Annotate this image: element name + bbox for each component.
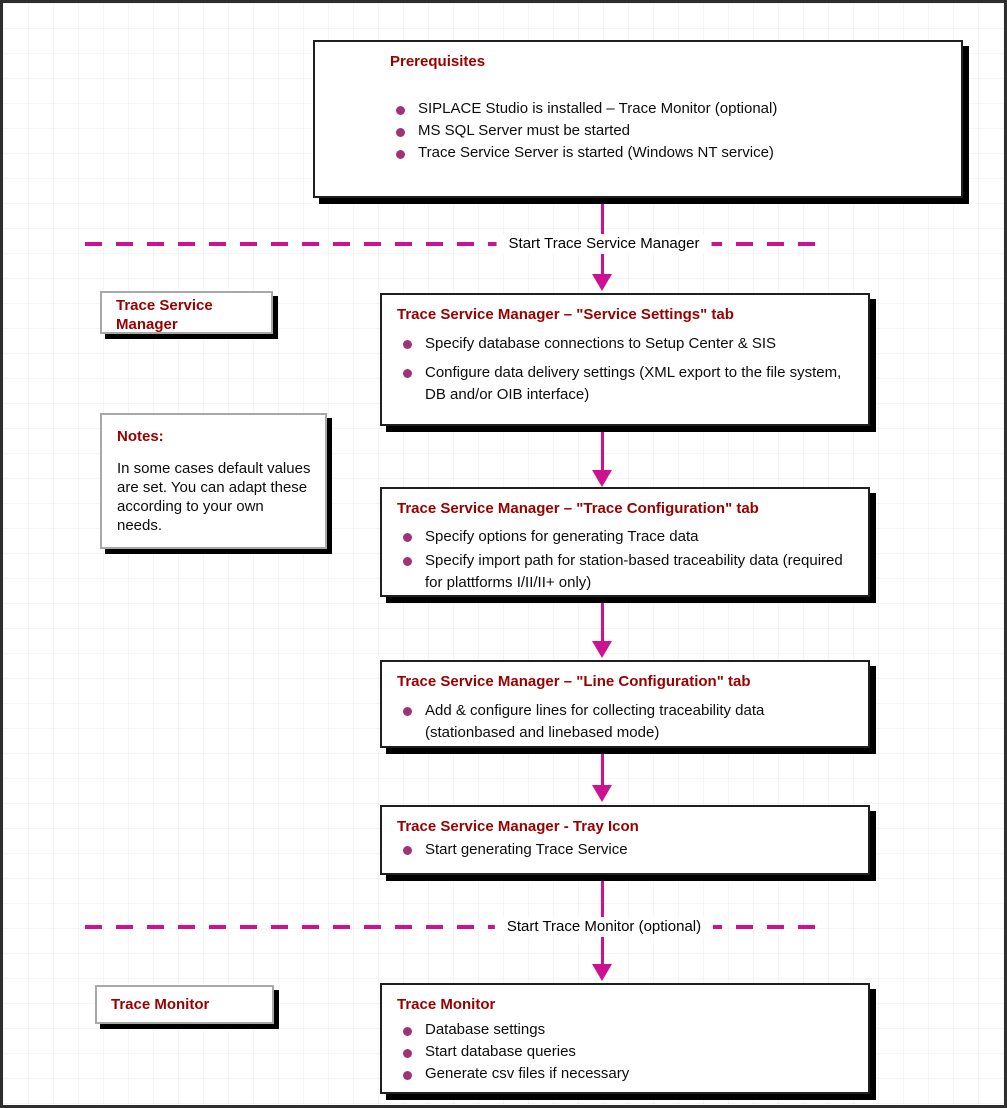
line-configuration-list: Add & configure lines for collecting tra… <box>397 700 850 744</box>
bullet-dot-icon <box>403 707 412 716</box>
bullet-dot-icon <box>403 1071 412 1080</box>
bullet-dot-icon <box>396 150 405 159</box>
bullet-text: SIPLACE Studio is installed – Trace Moni… <box>418 100 778 117</box>
bullet-dot-icon <box>403 1027 412 1036</box>
bullet-item: Database settings <box>397 1019 850 1041</box>
trace-monitor-box: Trace Monitor Database settings Start da… <box>380 983 870 1094</box>
service-settings-box: Trace Service Manager – "Service Setting… <box>380 293 870 426</box>
bullet-text: Start generating Trace Service <box>425 841 628 858</box>
bullet-item: Add & configure lines for collecting tra… <box>397 700 850 744</box>
flow-arrow-line-4 <box>601 754 604 786</box>
tray-icon-title: Trace Service Manager - Tray Icon <box>397 818 639 835</box>
bullet-item: Configure data delivery settings (XML ex… <box>397 362 850 406</box>
bullet-dot-icon <box>396 106 405 115</box>
bullet-dot-icon <box>403 1049 412 1058</box>
tray-icon-box: Trace Service Manager - Tray Icon Start … <box>380 805 870 875</box>
arrow-down-icon <box>592 470 612 487</box>
bullet-text: Start database queries <box>425 1043 576 1060</box>
bullet-dot-icon <box>403 533 412 542</box>
flow-arrow-line-2 <box>601 432 604 472</box>
line-configuration-box: Trace Service Manager – "Line Configurat… <box>380 660 870 748</box>
bullet-text: Database settings <box>425 1021 546 1038</box>
line-configuration-title: Trace Service Manager – "Line Configurat… <box>397 673 751 690</box>
bullet-dot-icon <box>403 340 412 349</box>
bullet-text: Specify database connections to Setup Ce… <box>425 335 777 352</box>
phase-divider-label-2: Start Trace Monitor (optional) <box>494 917 714 937</box>
trace-monitor-title: Trace Monitor <box>397 996 496 1013</box>
bullet-text: Specify options for generating Trace dat… <box>425 528 699 545</box>
bullet-item: Specify options for generating Trace dat… <box>397 526 850 548</box>
bullet-text: Generate csv files if necessary <box>425 1065 630 1082</box>
trace-configuration-list: Specify options for generating Trace dat… <box>397 526 850 594</box>
bullet-text: Specify import path for station-based tr… <box>425 552 843 591</box>
tray-icon-list: Start generating Trace Service <box>397 839 850 861</box>
bullet-dot-icon <box>403 557 412 566</box>
prerequisites-box: Prerequisites SIPLACE Studio is installe… <box>313 40 963 198</box>
notes-title: Notes: <box>117 428 164 445</box>
prerequisites-title: Prerequisites <box>390 53 486 70</box>
bullet-text: Configure data delivery settings (XML ex… <box>425 364 842 403</box>
bullet-item: Specify database connections to Setup Ce… <box>397 333 850 355</box>
bullet-item: Specify import path for station-based tr… <box>397 550 850 594</box>
bullet-item: SIPLACE Studio is installed – Trace Moni… <box>390 98 941 120</box>
trace-monitor-list: Database settings Start database queries… <box>397 1019 850 1085</box>
flow-arrow-line-3 <box>601 603 604 642</box>
side-label-text: Trace Monitor <box>111 996 210 1013</box>
notes-body: In some cases default values are set. Yo… <box>117 460 311 534</box>
side-label-trace-service-manager: Trace Service Manager <box>100 291 273 334</box>
side-label-text: Trace Service Manager <box>116 297 213 333</box>
bullet-item: MS SQL Server must be started <box>390 120 941 142</box>
bullet-item: Start database queries <box>397 1041 850 1063</box>
notes-box: Notes: In some cases default values are … <box>100 413 327 549</box>
bullet-text: MS SQL Server must be started <box>418 122 631 139</box>
bullet-dot-icon <box>403 369 412 378</box>
trace-configuration-box: Trace Service Manager – "Trace Configura… <box>380 487 870 597</box>
arrow-down-icon <box>592 641 612 658</box>
bullet-dot-icon <box>396 128 405 137</box>
arrow-down-icon <box>592 964 612 981</box>
trace-configuration-title: Trace Service Manager – "Trace Configura… <box>397 500 759 517</box>
bullet-item: Trace Service Server is started (Windows… <box>390 142 941 164</box>
bullet-text: Add & configure lines for collecting tra… <box>425 702 765 741</box>
phase-divider-label-1: Start Trace Service Manager <box>496 234 712 254</box>
phase-divider-dashed-line-1 <box>85 242 822 246</box>
prerequisites-list: SIPLACE Studio is installed – Trace Moni… <box>390 98 941 164</box>
service-settings-list: Specify database connections to Setup Ce… <box>397 333 850 406</box>
bullet-dot-icon <box>403 846 412 855</box>
bullet-item: Start generating Trace Service <box>397 839 850 861</box>
bullet-text: Trace Service Server is started (Windows… <box>418 144 774 161</box>
phase-divider-dashed-line-2 <box>85 925 822 929</box>
service-settings-title: Trace Service Manager – "Service Setting… <box>397 306 734 323</box>
arrow-down-icon <box>592 274 612 291</box>
side-label-trace-monitor: Trace Monitor <box>95 985 274 1024</box>
bullet-item: Generate csv files if necessary <box>397 1063 850 1085</box>
arrow-down-icon <box>592 785 612 802</box>
